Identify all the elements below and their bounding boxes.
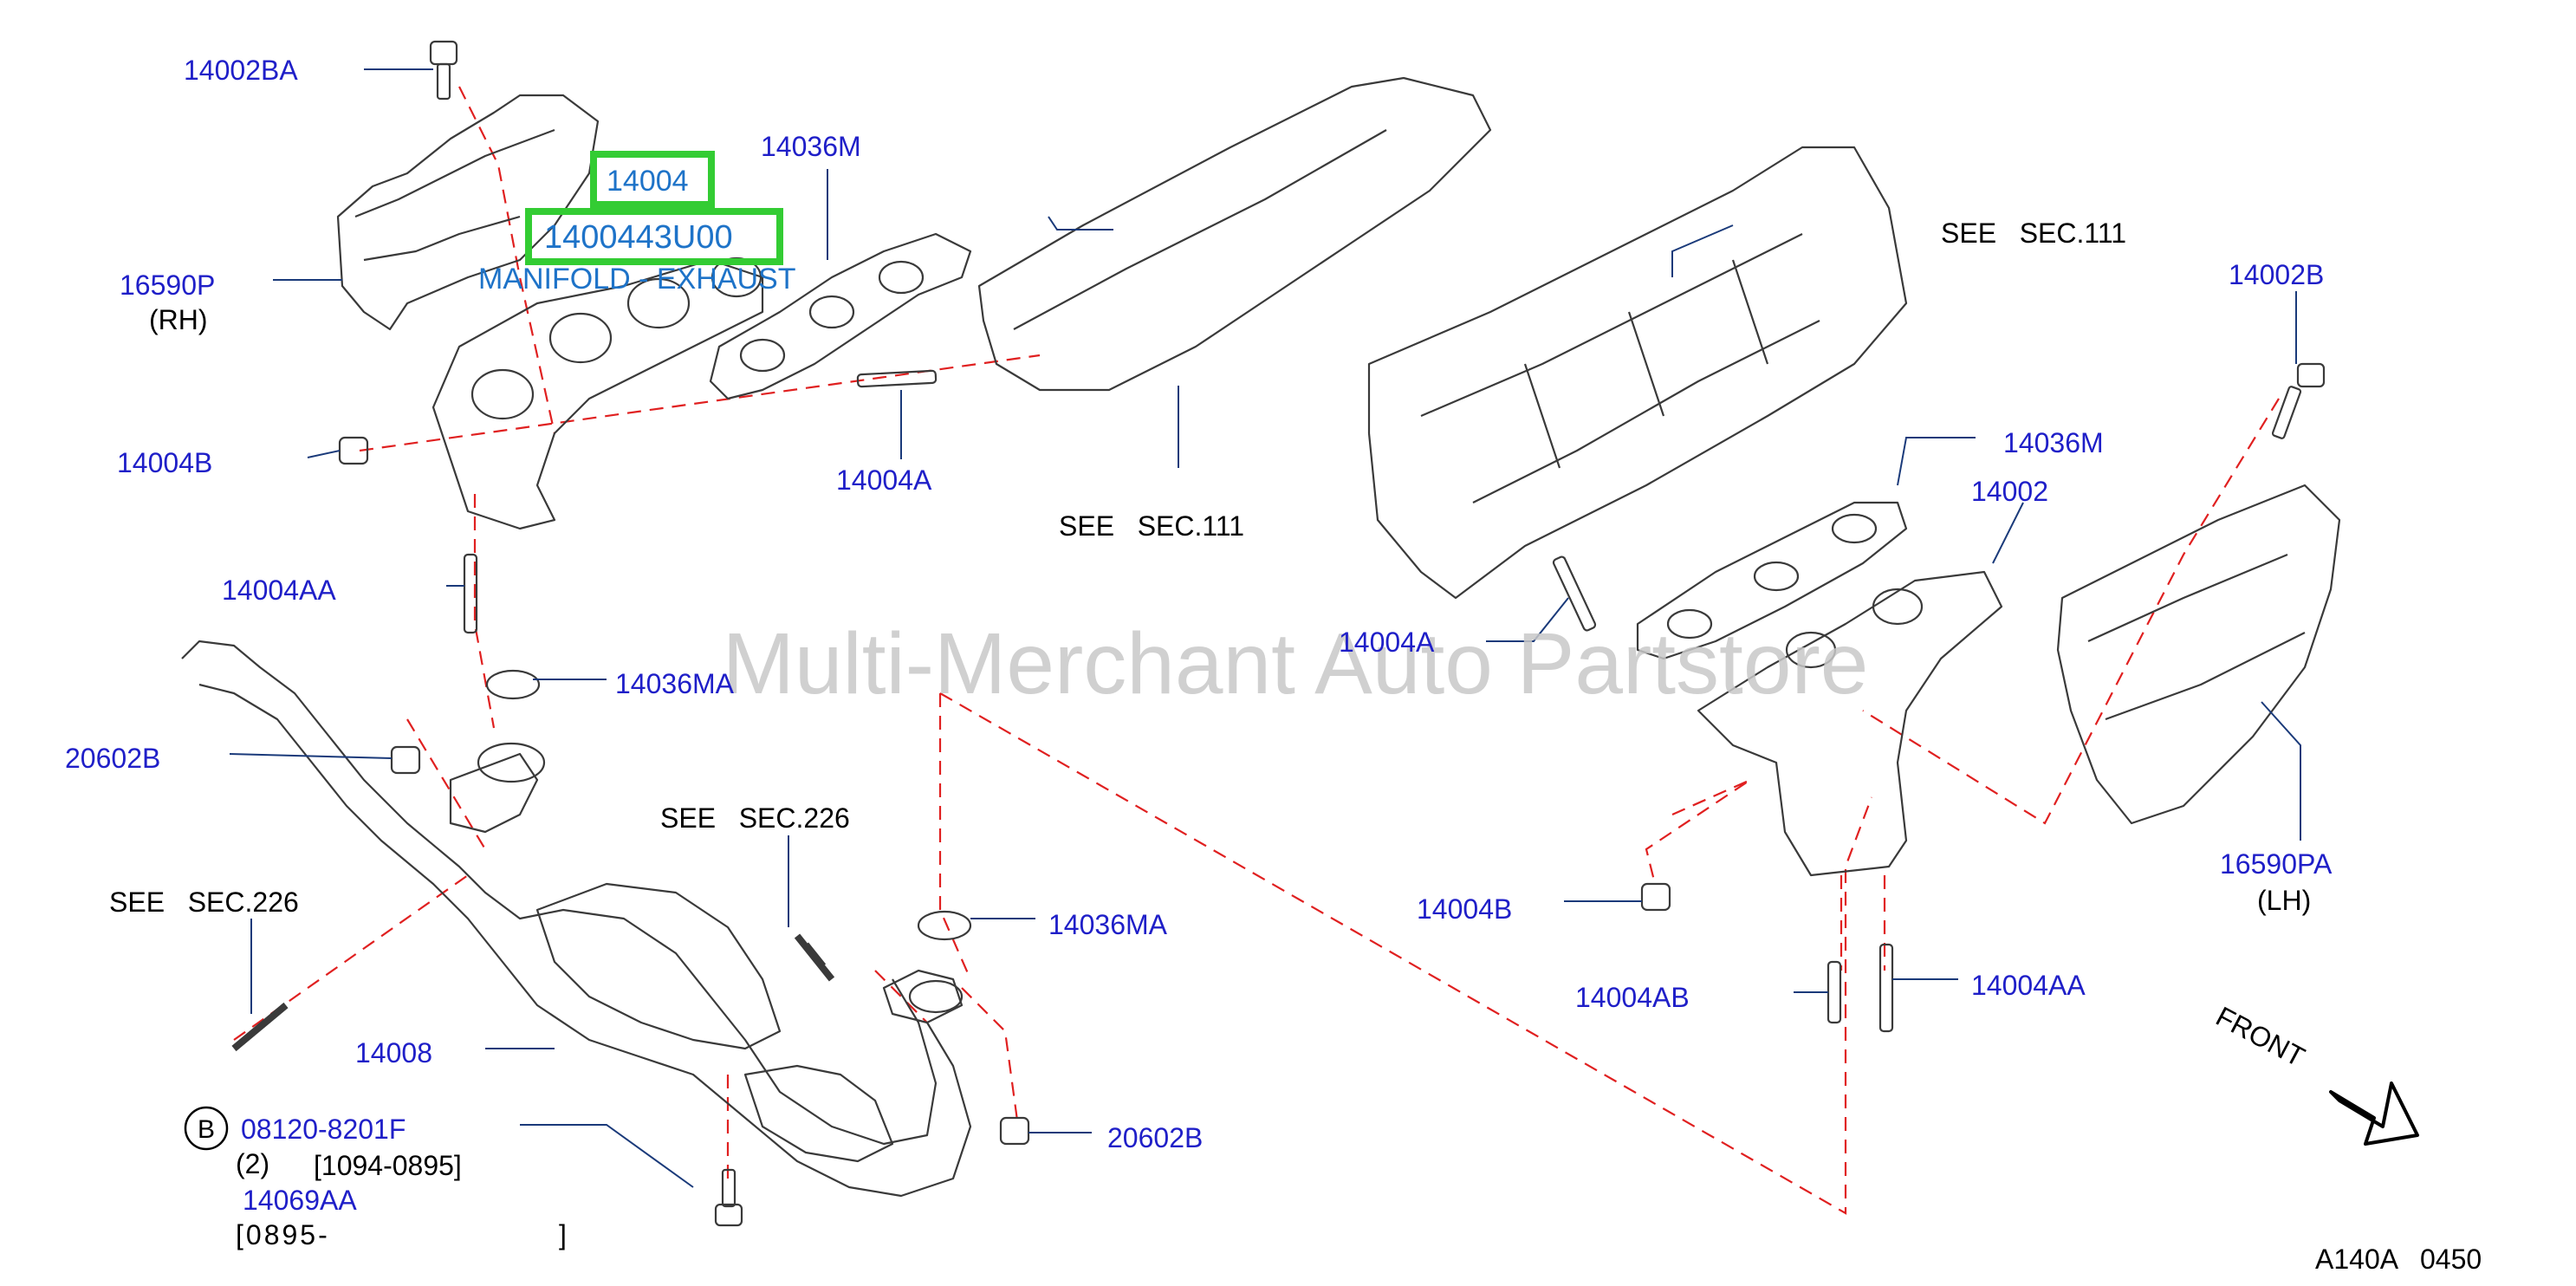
part-link-14004A-right[interactable]: 14004A xyxy=(1339,627,1435,658)
part-link-08120-8201F[interactable]: 08120-8201F xyxy=(241,1114,406,1145)
part-link-14036MA-mid[interactable]: 14036MA xyxy=(1048,909,1168,940)
b-marker: B xyxy=(198,1115,215,1144)
part-link-14002BA[interactable]: 14002BA xyxy=(184,55,298,86)
exhaust-manifold-lh-drawing xyxy=(1697,570,2003,877)
part-link-14002B[interactable]: 14002B xyxy=(2229,259,2324,290)
part-link-14002[interactable]: 14002 xyxy=(1971,476,2048,507)
see-sec226-left: SEE SEC.226 xyxy=(109,887,299,918)
diagram-code: A140A 0450 xyxy=(2315,1244,2482,1275)
part-link-14004B-right[interactable]: 14004B xyxy=(1417,893,1512,925)
cylinder-head-lh-drawing xyxy=(1367,146,1908,600)
b-marker-circle xyxy=(184,1106,229,1151)
assembly-dashed-lines xyxy=(233,86,2280,1215)
highlight-catalog-number[interactable]: 1400443U00 xyxy=(544,219,733,256)
date-range-2: [0895- xyxy=(236,1219,330,1250)
part-link-14004AA-right[interactable]: 14004AA xyxy=(1971,970,2086,1001)
see-sec226-mid: SEE SEC.226 xyxy=(660,802,850,834)
see-sec111-lower: SEE SEC.111 xyxy=(1059,510,1244,542)
side-label-lh: (LH) xyxy=(2257,885,2311,916)
gasket-14036ma-top-drawing xyxy=(485,669,541,700)
highlight-box-catalog-number xyxy=(525,208,783,265)
side-label-rh: (RH) xyxy=(149,304,208,335)
date-range-1: [1094-0895] xyxy=(314,1150,462,1181)
leader-lines xyxy=(229,68,2301,1188)
part-link-20602B-left[interactable]: 20602B xyxy=(65,743,160,774)
gasket-rh-drawing xyxy=(709,232,972,400)
quantity-label: (2) xyxy=(236,1148,269,1179)
part-link-16590P[interactable]: 16590P xyxy=(120,270,215,301)
front-label: FRONT xyxy=(2211,1000,2310,1073)
part-link-14036M-top[interactable]: 14036M xyxy=(761,131,861,162)
front-arrow-drawing xyxy=(2329,1081,2419,1146)
gasket-14036ma-mid-drawing xyxy=(917,910,972,941)
part-link-16590PA[interactable]: 16590PA xyxy=(2220,848,2333,880)
see-sec111-upper: SEE SEC.111 xyxy=(1941,218,2126,249)
exhaust-manifold-rh-drawing xyxy=(431,258,764,530)
part-labels: 14002BA 16590P 14036M 14004B 14004A 1400… xyxy=(65,55,2333,1216)
cylinder-head-rh-drawing xyxy=(977,76,1492,392)
part-link-14004AA-left[interactable]: 14004AA xyxy=(222,575,336,606)
part-link-14008[interactable]: 14008 xyxy=(355,1037,432,1068)
part-drawings xyxy=(181,40,2419,1227)
highlight-box-part-number xyxy=(590,151,715,208)
gasket-lh-drawing xyxy=(1636,501,1908,660)
watermark: Multi-Merchant Auto Partstore xyxy=(723,615,1869,712)
static-labels: (RH) (LH) SEE SEC.111 SEE SEC.111 SEE SE… xyxy=(109,218,2482,1275)
highlight-part-number[interactable]: 14004 xyxy=(607,165,689,198)
part-link-20602B-bottom[interactable]: 20602B xyxy=(1107,1122,1203,1153)
part-link-14004A-top[interactable]: 14004A xyxy=(836,464,932,496)
highlighted-part[interactable]: 14004 1400443U00 MANIFOLD - EXHAUST xyxy=(478,151,795,296)
part-link-14036MA-top[interactable]: 14036MA xyxy=(615,668,735,699)
part-link-14069AA[interactable]: 14069AA xyxy=(243,1185,357,1216)
part-link-14004AB[interactable]: 14004AB xyxy=(1575,982,1690,1013)
front-pipe-drawing xyxy=(181,640,938,1146)
heat-shield-rh-drawing xyxy=(336,94,600,331)
heat-shield-lh-drawing xyxy=(2056,484,2341,825)
highlight-description: MANIFOLD - EXHAUST xyxy=(478,263,795,296)
date-range-2-end: ] xyxy=(559,1219,567,1250)
part-link-14004B-left[interactable]: 14004B xyxy=(117,447,212,478)
part-link-14036M-right[interactable]: 14036M xyxy=(2003,427,2104,458)
